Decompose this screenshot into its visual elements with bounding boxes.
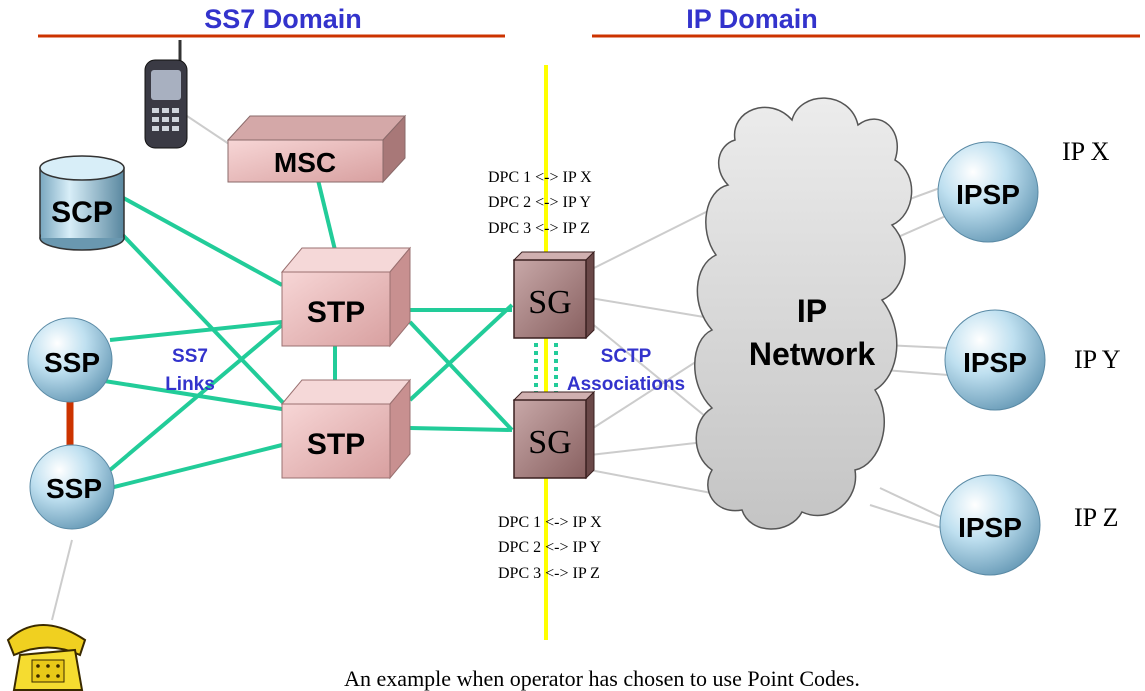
ssp-top-node: SSP [27, 317, 113, 403]
sctp-associations-lines [534, 343, 558, 393]
diagram-caption: An example when operator has chosen to u… [344, 666, 860, 691]
stp-top-node: STP [280, 246, 412, 348]
ip-domain-title: IP Domain [686, 4, 818, 34]
ss7-links-label-line1: SS7 [172, 346, 208, 367]
dpc-mapping-top-row: DPC 1 <-> IP X [488, 169, 592, 186]
dpc-mapping-top: DPC 1 <-> IP X DPC 2 <-> IP Y DPC 3 <-> … [488, 169, 592, 237]
mobile-phone-icon [144, 40, 188, 149]
dpc-mapping-bottom: DPC 1 <-> IP X DPC 2 <-> IP Y DPC 3 <-> … [498, 514, 602, 582]
sg-bottom-node: SG [512, 390, 596, 480]
scp-node: SCP [39, 155, 125, 251]
desk-telephone-icon [6, 624, 87, 691]
ss7-links-label-line2: Links [165, 374, 215, 395]
ipsp-z-label: IPSP [958, 512, 1022, 543]
sctp-label-line2: Associations [567, 374, 685, 395]
ss7-links [97, 179, 514, 490]
ssp-bottom-node: SSP [29, 444, 115, 530]
dpc-mapping-bottom-row: DPC 1 <-> IP X [498, 514, 602, 531]
ss7-domain-title: SS7 Domain [204, 4, 362, 34]
telephone-link [51, 539, 73, 621]
msc-node: MSC [226, 114, 407, 184]
ip-x-label: IP X [1062, 137, 1110, 166]
sg-top-label: SG [528, 284, 571, 321]
ipsp-z-node: IPSP [939, 474, 1041, 576]
stp-bottom-label: STP [307, 428, 365, 461]
ip-network-label-line2: Network [749, 336, 875, 372]
dpc-mapping-bottom-row: DPC 2 <-> IP Y [498, 539, 602, 556]
ipsp-y-node: IPSP [944, 309, 1046, 411]
ipsp-x-node: IPSP [937, 141, 1039, 243]
ip-y-label: IP Y [1074, 345, 1121, 374]
ssp-bottom-label: SSP [46, 473, 102, 504]
ip-z-label: IP Z [1074, 503, 1119, 532]
ipsp-x-label: IPSP [956, 179, 1020, 210]
msc-label: MSC [274, 147, 336, 178]
sctp-label-line1: SCTP [601, 346, 652, 367]
stp-top-label: STP [307, 296, 365, 329]
sg-bottom-label: SG [528, 424, 571, 461]
sg-top-node: SG [512, 250, 596, 340]
dpc-mapping-bottom-row: DPC 3 <-> IP Z [498, 565, 600, 582]
scp-label: SCP [51, 196, 113, 229]
dpc-mapping-top-row: DPC 3 <-> IP Z [488, 220, 590, 237]
dpc-mapping-top-row: DPC 2 <-> IP Y [488, 194, 592, 211]
ip-network-cloud: IP Network [694, 97, 913, 530]
ssp-top-label: SSP [44, 347, 100, 378]
stp-bottom-node: STP [280, 378, 412, 480]
ipsp-y-label: IPSP [963, 347, 1027, 378]
ip-network-label-line1: IP [797, 293, 827, 329]
